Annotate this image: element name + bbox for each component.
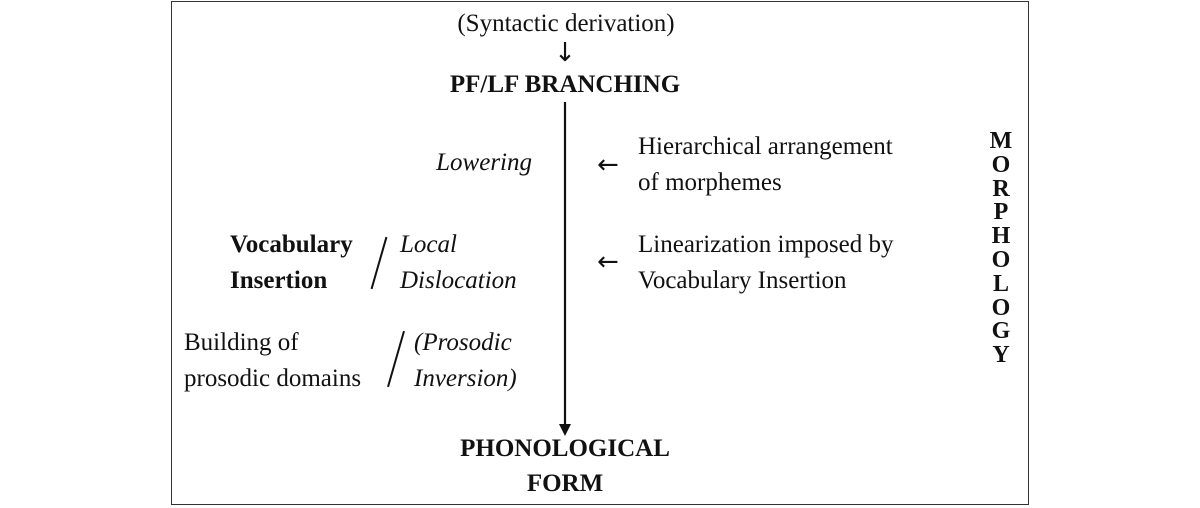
hierarchical-arrangement-line1: Hierarchical arrangement <box>638 133 893 160</box>
vocabulary-insertion-label-line1: Vocabulary <box>230 231 353 258</box>
phonological-form-label-line1: PHONOLOGICAL <box>460 435 670 462</box>
morphology-letter: H <box>991 223 1011 250</box>
phonological-form-label-line2: FORM <box>526 470 604 497</box>
local-dislocation-label-line2: Dislocation <box>400 267 517 294</box>
diagram-frame <box>171 1 1029 505</box>
left-arrow-icon: ← <box>597 247 619 277</box>
morphology-letter: R <box>992 175 1010 202</box>
morphology-letter: Y <box>992 342 1010 369</box>
morphology-letter: G <box>991 318 1011 345</box>
prosodic-inversion-label-line2: Inversion) <box>414 365 517 392</box>
vocabulary-insertion-label-line2: Insertion <box>230 267 328 294</box>
hierarchical-arrangement-line2: of morphemes <box>638 169 782 196</box>
left-arrow-icon: ← <box>597 150 619 180</box>
morphology-letter: M <box>989 128 1013 154</box>
morphology-letter: L <box>992 270 1009 297</box>
linearization-line1: Linearization imposed by <box>638 231 894 258</box>
morphology-letter: P <box>993 199 1009 226</box>
pf-lf-branching-label: PF/LF BRANCHING <box>449 71 681 98</box>
local-dislocation-label-line1: Local <box>400 231 457 258</box>
morphology-vertical-label: M O R P H O L O G Y <box>986 128 1016 369</box>
building-prosodic-label-line1: Building of <box>184 329 299 356</box>
linearization-line2: Vocabulary Insertion <box>638 267 847 294</box>
building-prosodic-label-line2: prosodic domains <box>184 365 362 392</box>
prosodic-inversion-label-line1: (Prosodic <box>414 329 512 356</box>
syntactic-derivation-label: (Syntactic derivation) <box>457 10 675 37</box>
morphology-letter: O <box>991 151 1011 178</box>
morphology-letter: O <box>991 294 1011 321</box>
lowering-label: Lowering <box>436 149 532 176</box>
down-arrow-icon: ↓ <box>554 38 576 68</box>
morphology-letter: O <box>991 246 1011 273</box>
